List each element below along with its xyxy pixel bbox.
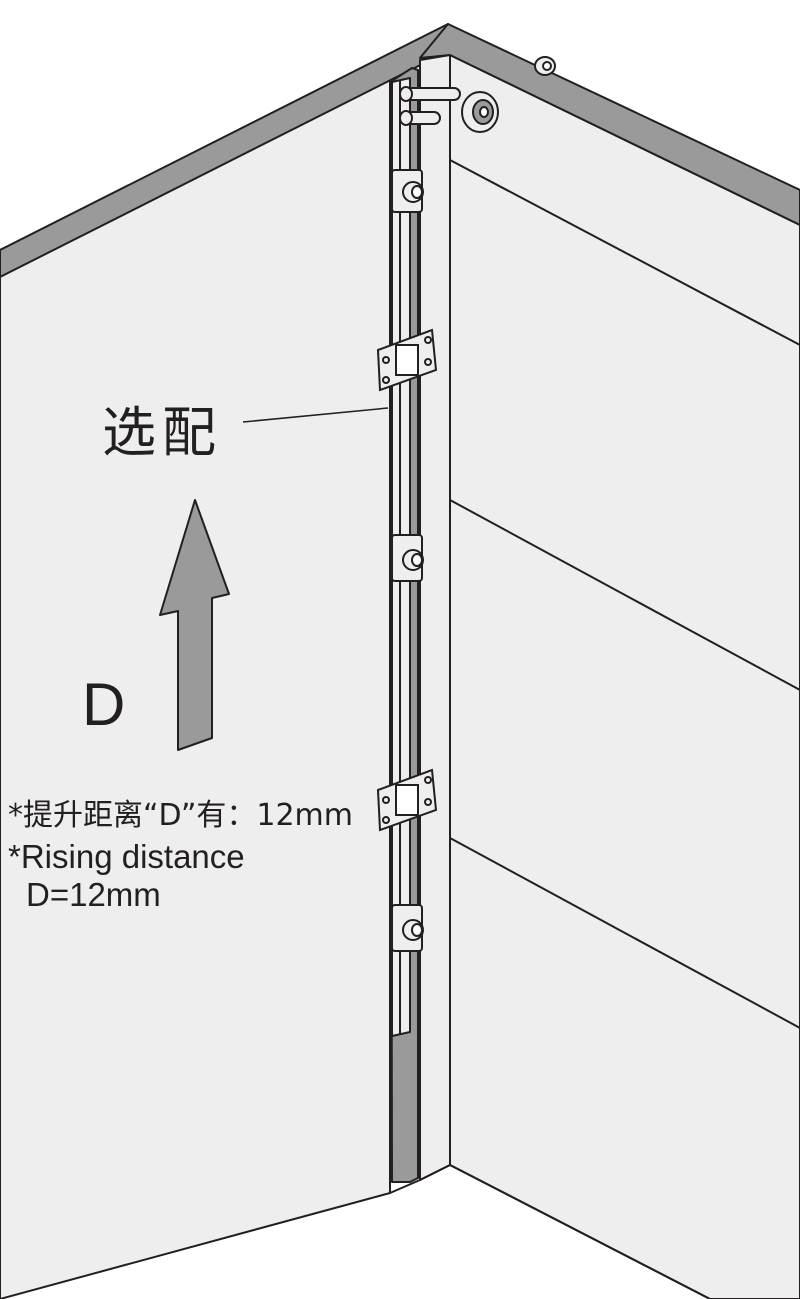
note-en-line2: D=12mm	[26, 876, 161, 913]
mounting-plate-1	[376, 328, 438, 392]
left-panel-bottom-edge	[389, 1164, 711, 1299]
note-en-line1: *Rising distance	[8, 838, 245, 875]
rail-peg-2	[391, 534, 424, 582]
top-fitting	[399, 56, 556, 133]
panel-seam-3	[449, 837, 800, 1029]
vertical-rail	[389, 67, 419, 1183]
mounting-plate-2	[376, 768, 438, 832]
distance-symbol: D	[82, 671, 126, 738]
panel-seam-1	[449, 159, 800, 346]
rail-peg-1	[391, 169, 424, 213]
up-arrow-icon	[159, 499, 230, 751]
back-panel-top-edge	[419, 23, 800, 226]
rail-peg-3	[391, 904, 424, 952]
back-panel	[449, 54, 800, 1299]
optional-label: 选配	[102, 401, 222, 464]
note-cn: *提升距离“D”有：12mm	[8, 798, 353, 833]
leader-line	[242, 407, 389, 423]
panel-seam-2	[449, 499, 800, 691]
corner-strip	[419, 54, 451, 1181]
